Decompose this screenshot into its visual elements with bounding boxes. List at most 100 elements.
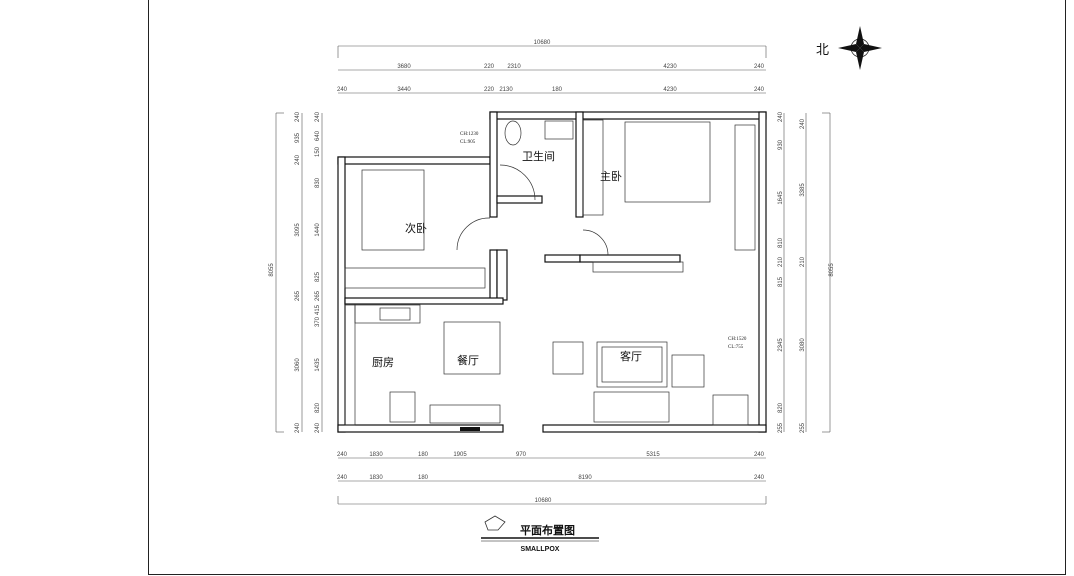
kitchen-counter-left bbox=[344, 304, 356, 426]
wardrobe-secondary bbox=[344, 267, 486, 289]
bed-master bbox=[624, 121, 711, 203]
dim: 935 bbox=[295, 132, 301, 143]
dim: 820 bbox=[315, 402, 321, 413]
dim: 240 bbox=[754, 452, 765, 458]
dim: 1645 bbox=[778, 191, 784, 205]
dim: 4230 bbox=[663, 87, 677, 93]
dim: 830 bbox=[315, 177, 321, 188]
furniture bbox=[344, 119, 756, 431]
dim: 220 bbox=[484, 87, 495, 93]
dim: 240 bbox=[754, 87, 765, 93]
brand-label: SMALLPOX bbox=[521, 546, 560, 553]
dim: 1830 bbox=[369, 452, 383, 458]
dim: 180 bbox=[418, 452, 429, 458]
dim: 240 bbox=[295, 422, 301, 433]
dim: 640 bbox=[315, 130, 321, 141]
toilet bbox=[504, 120, 522, 146]
north-compass-icon bbox=[838, 26, 882, 70]
dim: 2345 bbox=[778, 338, 784, 352]
dim: 240 bbox=[337, 452, 348, 458]
dim: 1435 bbox=[315, 358, 321, 372]
room-bedroom2: 次卧 bbox=[405, 221, 427, 235]
dim: 810 bbox=[778, 237, 784, 248]
dim: 10680 bbox=[535, 498, 552, 504]
dim: 240 bbox=[754, 475, 765, 481]
ceiling-level-1: CL:905 bbox=[460, 140, 476, 145]
dim: 255 bbox=[778, 422, 784, 433]
tv-cabinet bbox=[592, 261, 684, 273]
dim: 210 bbox=[800, 256, 806, 267]
dim: 265 bbox=[295, 290, 301, 301]
dim: 210 bbox=[778, 256, 784, 267]
dim: 10680 bbox=[534, 40, 551, 46]
drawing-frame bbox=[148, 0, 1066, 575]
rug bbox=[596, 341, 668, 388]
dim: 3095 bbox=[295, 223, 301, 237]
dim: 8190 bbox=[578, 475, 592, 481]
dims-left: 8055 240 935 240 3095 265 3060 240 240 6… bbox=[269, 111, 321, 433]
dim: 240 bbox=[337, 475, 348, 481]
dim: 3060 bbox=[295, 358, 301, 372]
dims-bottom: 240 1830 180 1905 970 5315 240 240 1830 … bbox=[337, 452, 765, 504]
dim: 255 bbox=[800, 422, 806, 433]
dim: 815 bbox=[778, 276, 784, 287]
dim: 240 bbox=[754, 64, 765, 70]
sofa bbox=[593, 391, 670, 423]
dim: 3080 bbox=[800, 338, 806, 352]
dim: 150 bbox=[315, 146, 321, 157]
dim: 825 bbox=[315, 271, 321, 282]
kitchen-counter-top bbox=[354, 304, 421, 324]
dim: 265 bbox=[315, 290, 321, 301]
dim: 2130 bbox=[499, 87, 513, 93]
dim: 240 bbox=[315, 422, 321, 433]
dim: 970 bbox=[516, 452, 527, 458]
dim: 2310 bbox=[507, 64, 521, 70]
dim: 1830 bbox=[369, 475, 383, 481]
dimension-lines bbox=[275, 45, 831, 505]
ceiling-height-2: CH:1520 bbox=[728, 337, 747, 342]
wardrobe-right bbox=[734, 124, 756, 251]
room-bathroom: 卫生间 bbox=[522, 149, 555, 163]
dining-table bbox=[443, 321, 501, 375]
dim: 240 bbox=[778, 111, 784, 122]
room-dining: 餐厅 bbox=[457, 353, 479, 367]
dim: 930 bbox=[778, 139, 784, 150]
dim: 3680 bbox=[397, 64, 411, 70]
ceiling-height-1: CH:1230 bbox=[460, 132, 479, 137]
bed-secondary bbox=[361, 169, 425, 251]
dim: 5315 bbox=[646, 452, 660, 458]
bath-door-swing bbox=[499, 164, 536, 201]
dim: 370 bbox=[315, 316, 321, 327]
dim: 240 bbox=[800, 118, 806, 129]
door-swing-master bbox=[582, 229, 609, 256]
dim: 8055 bbox=[829, 263, 835, 277]
room-kitchen: 厨房 bbox=[372, 356, 394, 369]
dim: 240 bbox=[295, 111, 301, 122]
dim: 3385 bbox=[800, 183, 806, 197]
drawing-title: 平面布置图 bbox=[520, 523, 575, 537]
room-master: 主卧 bbox=[600, 170, 622, 183]
dim: 1905 bbox=[453, 452, 467, 458]
dim: 240 bbox=[315, 111, 321, 122]
shower bbox=[544, 120, 574, 140]
north-label: 北 bbox=[816, 43, 829, 58]
dim: 8055 bbox=[269, 263, 275, 277]
fridge bbox=[389, 391, 416, 423]
armchair-left bbox=[552, 341, 584, 375]
dim: 1440 bbox=[315, 223, 321, 237]
cabinet bbox=[712, 394, 749, 426]
dining-sideboard bbox=[429, 404, 501, 424]
hand-logo-icon bbox=[484, 515, 506, 531]
dim: 180 bbox=[418, 475, 429, 481]
dims-right: 240 930 1645 810 210 815 2345 820 255 24… bbox=[778, 111, 835, 433]
walls bbox=[337, 111, 767, 433]
ceiling-level-2: CL:755 bbox=[728, 345, 744, 350]
dim: 820 bbox=[778, 402, 784, 413]
wardrobe-left bbox=[582, 119, 604, 216]
door-swing-bedroom2 bbox=[456, 217, 491, 251]
room-living: 客厅 bbox=[620, 349, 642, 363]
dim: 220 bbox=[484, 64, 495, 70]
stove bbox=[379, 307, 411, 321]
armchair-right bbox=[671, 354, 705, 388]
